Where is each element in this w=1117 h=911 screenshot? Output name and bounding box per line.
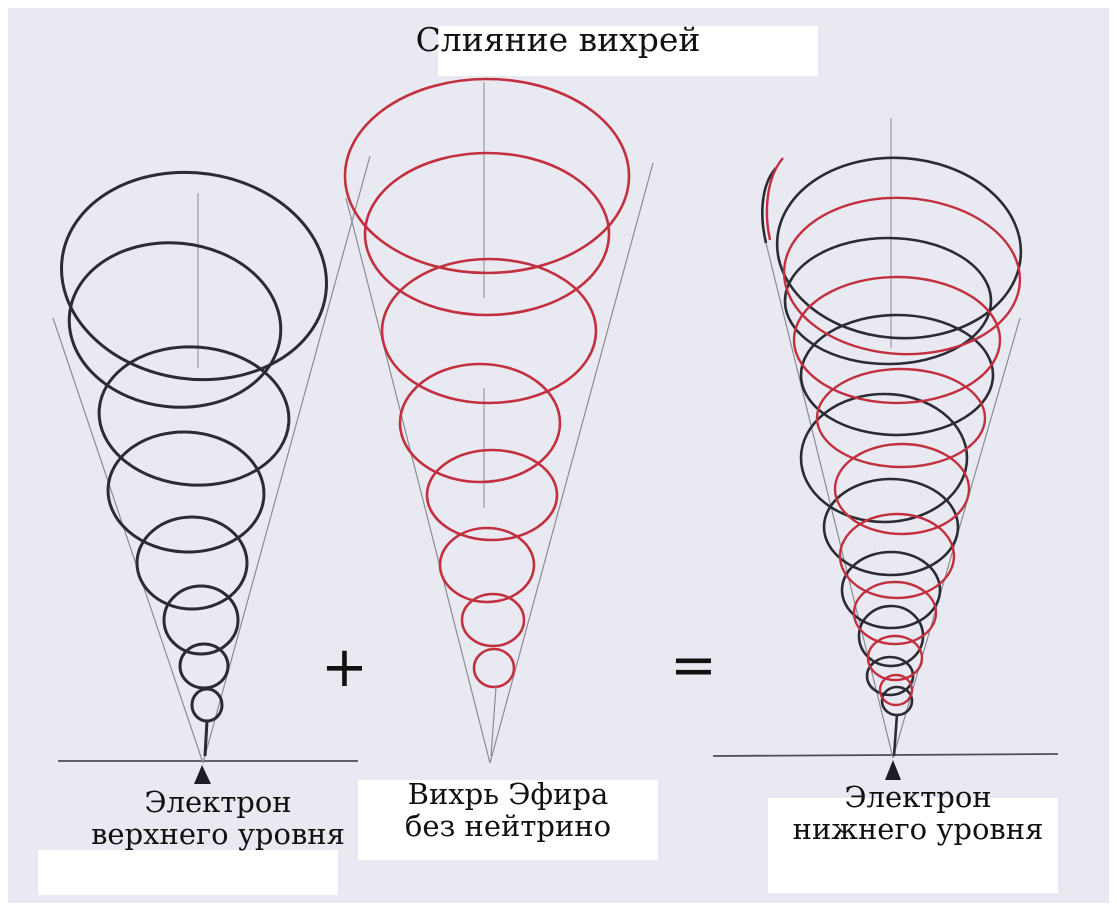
whiteout-left-label bbox=[38, 850, 338, 895]
right-red-loose-stroke bbox=[767, 158, 783, 240]
label-middle-vortex: Вихрь Эфира без нейтрино bbox=[348, 778, 668, 843]
left-cone-guide-left bbox=[53, 318, 203, 763]
middle-spiral-ring bbox=[400, 364, 560, 482]
label-right-line-2: нижнего уровня bbox=[758, 813, 1078, 845]
middle-red-spiral bbox=[345, 79, 629, 756]
left-spiral-ring bbox=[61, 232, 289, 417]
right-black-ring bbox=[801, 394, 967, 522]
right-red-rings bbox=[767, 158, 1024, 705]
right-red-ring bbox=[840, 514, 954, 598]
equals-sign: = bbox=[670, 638, 717, 694]
label-middle-line-2: без нейтрино bbox=[348, 810, 668, 842]
left-black-spiral bbox=[48, 155, 340, 756]
label-left-line-2: верхнего уровня bbox=[58, 818, 378, 850]
label-right-line-1: Электрон bbox=[758, 781, 1078, 813]
label-middle-line-1: Вихрь Эфира bbox=[348, 778, 668, 810]
right-spiral-tail bbox=[894, 714, 897, 756]
middle-spiral-ring bbox=[427, 450, 557, 540]
left-electron-apex bbox=[194, 765, 211, 784]
right-combined-spiral bbox=[762, 150, 1027, 756]
label-left-line-1: Электрон bbox=[58, 786, 378, 818]
middle-spiral-ring bbox=[345, 79, 629, 273]
plus-sign: + bbox=[321, 640, 368, 696]
left-spiral-ring bbox=[94, 341, 293, 492]
baseline-right bbox=[713, 754, 1058, 756]
right-black-ring bbox=[842, 552, 940, 628]
left-spiral-ring bbox=[137, 517, 247, 609]
whiteout-patches bbox=[38, 26, 1058, 895]
vortex-diagram bbox=[8, 8, 1109, 903]
baselines bbox=[58, 754, 1058, 761]
right-electron-apex bbox=[885, 760, 901, 780]
middle-spiral-ring bbox=[474, 649, 514, 687]
label-right-electron: Электрон нижнего уровня bbox=[758, 781, 1078, 846]
right-black-rings bbox=[762, 150, 1027, 756]
left-spiral-ring bbox=[48, 155, 340, 396]
middle-spiral-ring bbox=[382, 259, 596, 403]
right-black-ring bbox=[801, 315, 993, 435]
left-spiral-ring bbox=[105, 428, 267, 556]
left-spiral-ring bbox=[180, 644, 228, 688]
diagram-title: Слияние вихрей bbox=[388, 22, 728, 59]
left-spiral-tail bbox=[205, 721, 207, 756]
left-spiral-ring bbox=[192, 689, 222, 721]
right-red-ring bbox=[854, 582, 936, 644]
right-red-ring bbox=[817, 369, 985, 467]
label-left-electron: Электрон верхнего уровня bbox=[58, 786, 378, 851]
